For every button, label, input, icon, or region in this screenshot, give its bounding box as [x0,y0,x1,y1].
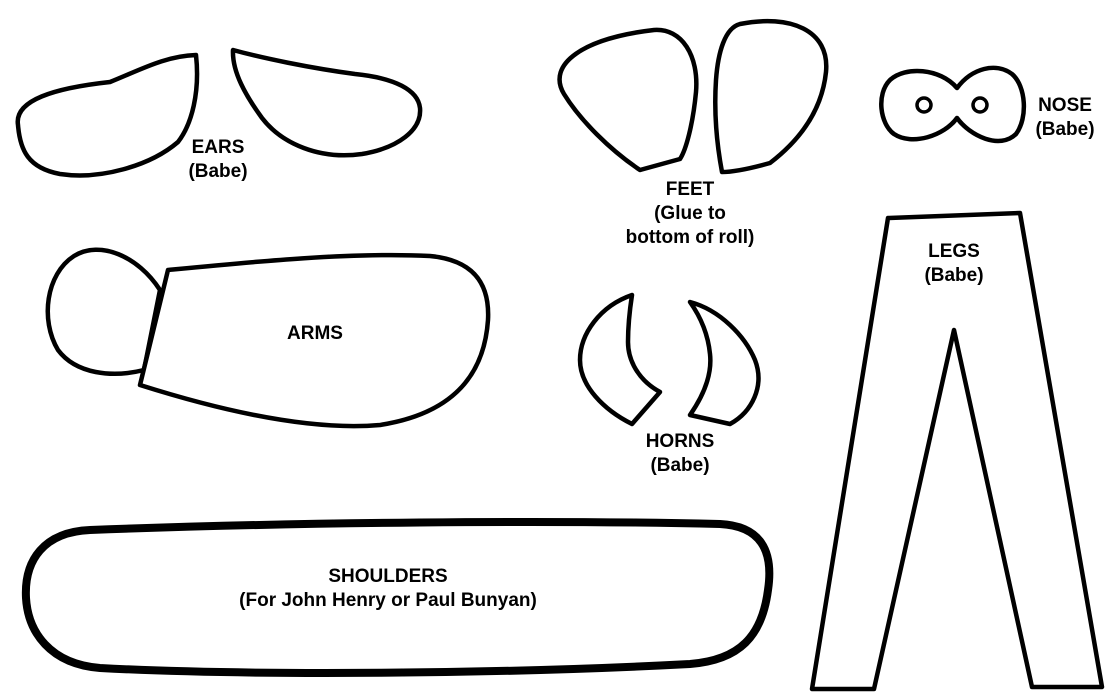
nose-label: NOSE (Babe) [1035,94,1094,142]
feet-cutouts [560,21,827,172]
horns-name: HORNS [646,430,715,454]
right-nostril-shape [973,98,987,112]
right-foot-shape [715,21,826,172]
right-horn-shape [690,302,758,424]
horns-note: (Babe) [646,454,715,478]
left-horn-shape [580,295,660,424]
legs-note: (Babe) [924,264,983,288]
arms-cutout [48,250,488,426]
shoulders-name: SHOULDERS [239,565,537,589]
ears-note: (Babe) [188,160,247,184]
legs-label: LEGS (Babe) [924,240,983,288]
arms-name: ARMS [287,322,343,346]
nose-cutout [881,68,1024,141]
right-ear-shape [233,50,420,155]
ears-label: EARS (Babe) [188,136,247,184]
feet-note-line2: bottom of roll) [626,226,755,250]
feet-note-line1: (Glue to [626,202,755,226]
feet-name: FEET [626,178,755,202]
arm-hand-shape [48,250,160,374]
horns-label: HORNS (Babe) [646,430,715,478]
left-foot-shape [560,30,697,170]
ears-name: EARS [188,136,247,160]
nose-name: NOSE [1035,94,1094,118]
shoulders-label: SHOULDERS (For John Henry or Paul Bunyan… [239,565,537,613]
legs-name: LEGS [924,240,983,264]
feet-label: FEET (Glue to bottom of roll) [626,178,755,250]
left-nostril-shape [917,98,931,112]
shoulders-note: (For John Henry or Paul Bunyan) [239,589,537,613]
horns-cutouts [580,295,758,424]
left-ear-shape [18,55,197,175]
nose-shape [881,68,1024,141]
nose-note: (Babe) [1035,118,1094,142]
arms-label: ARMS [287,322,343,346]
